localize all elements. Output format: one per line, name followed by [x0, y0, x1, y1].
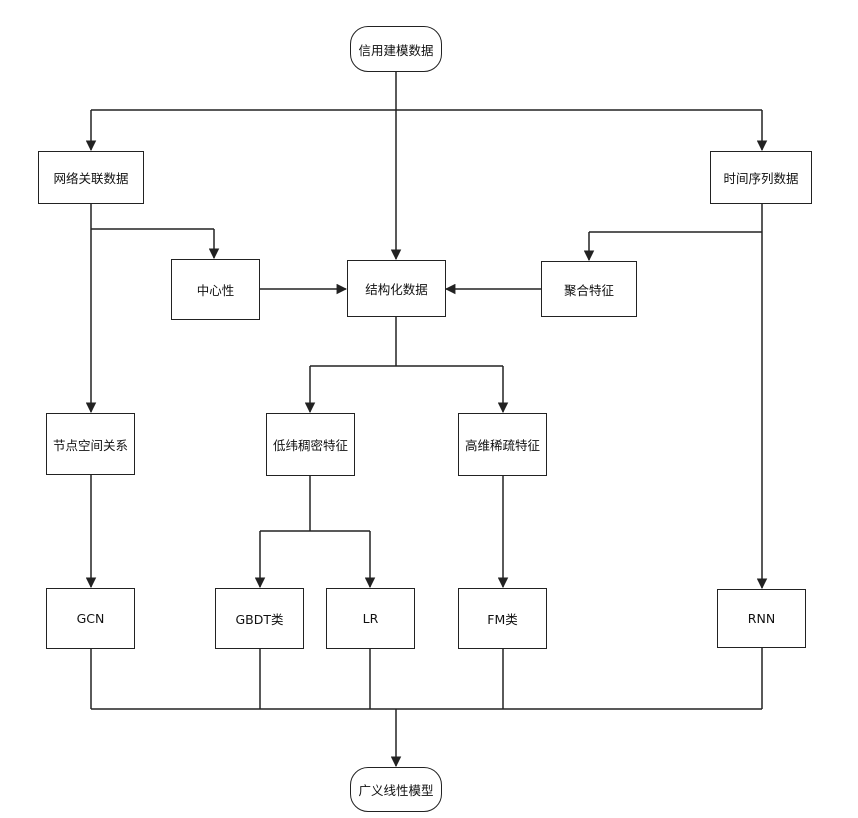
node-credit-modeling-data[interactable]: 信用建模数据 [350, 26, 442, 72]
node-label: LR [362, 611, 379, 626]
node-gcn[interactable]: GCN [46, 588, 135, 649]
node-lr[interactable]: LR [326, 588, 415, 649]
node-label: 聚合特征 [563, 282, 614, 298]
node-low-dim-dense-features[interactable]: 低纬稠密特征 [266, 413, 355, 476]
node-structured-data[interactable]: 结构化数据 [347, 260, 446, 317]
node-label: FM类 [487, 612, 518, 627]
node-label: 中心性 [196, 283, 235, 298]
node-label: 信用建模数据 [358, 42, 434, 58]
node-spatial-relation[interactable]: 节点空间关系 [46, 413, 135, 475]
node-label: GCN [76, 611, 105, 626]
node-label: 时间序列数据 [723, 171, 799, 186]
node-label: 高维稀疏特征 [464, 438, 540, 453]
node-fm[interactable]: FM类 [458, 588, 547, 649]
node-time-series-data[interactable]: 时间序列数据 [710, 151, 812, 204]
node-label: 低纬稠密特征 [272, 438, 348, 453]
node-aggregate-features[interactable]: 聚合特征 [541, 261, 637, 317]
node-high-dim-sparse-features[interactable]: 高维稀疏特征 [458, 413, 547, 476]
node-label: GBDT类 [235, 612, 284, 627]
node-gbdt[interactable]: GBDT类 [215, 588, 304, 649]
node-label: 网络关联数据 [53, 171, 129, 186]
node-label: 结构化数据 [365, 282, 428, 297]
node-label: 节点空间关系 [52, 437, 128, 453]
node-label: 广义线性模型 [358, 783, 434, 798]
node-network-data[interactable]: 网络关联数据 [38, 151, 144, 204]
node-label: RNN [747, 611, 776, 626]
node-centrality[interactable]: 中心性 [171, 259, 260, 320]
node-generalized-linear-model[interactable]: 广义线性模型 [350, 767, 442, 812]
node-rnn[interactable]: RNN [717, 589, 806, 648]
